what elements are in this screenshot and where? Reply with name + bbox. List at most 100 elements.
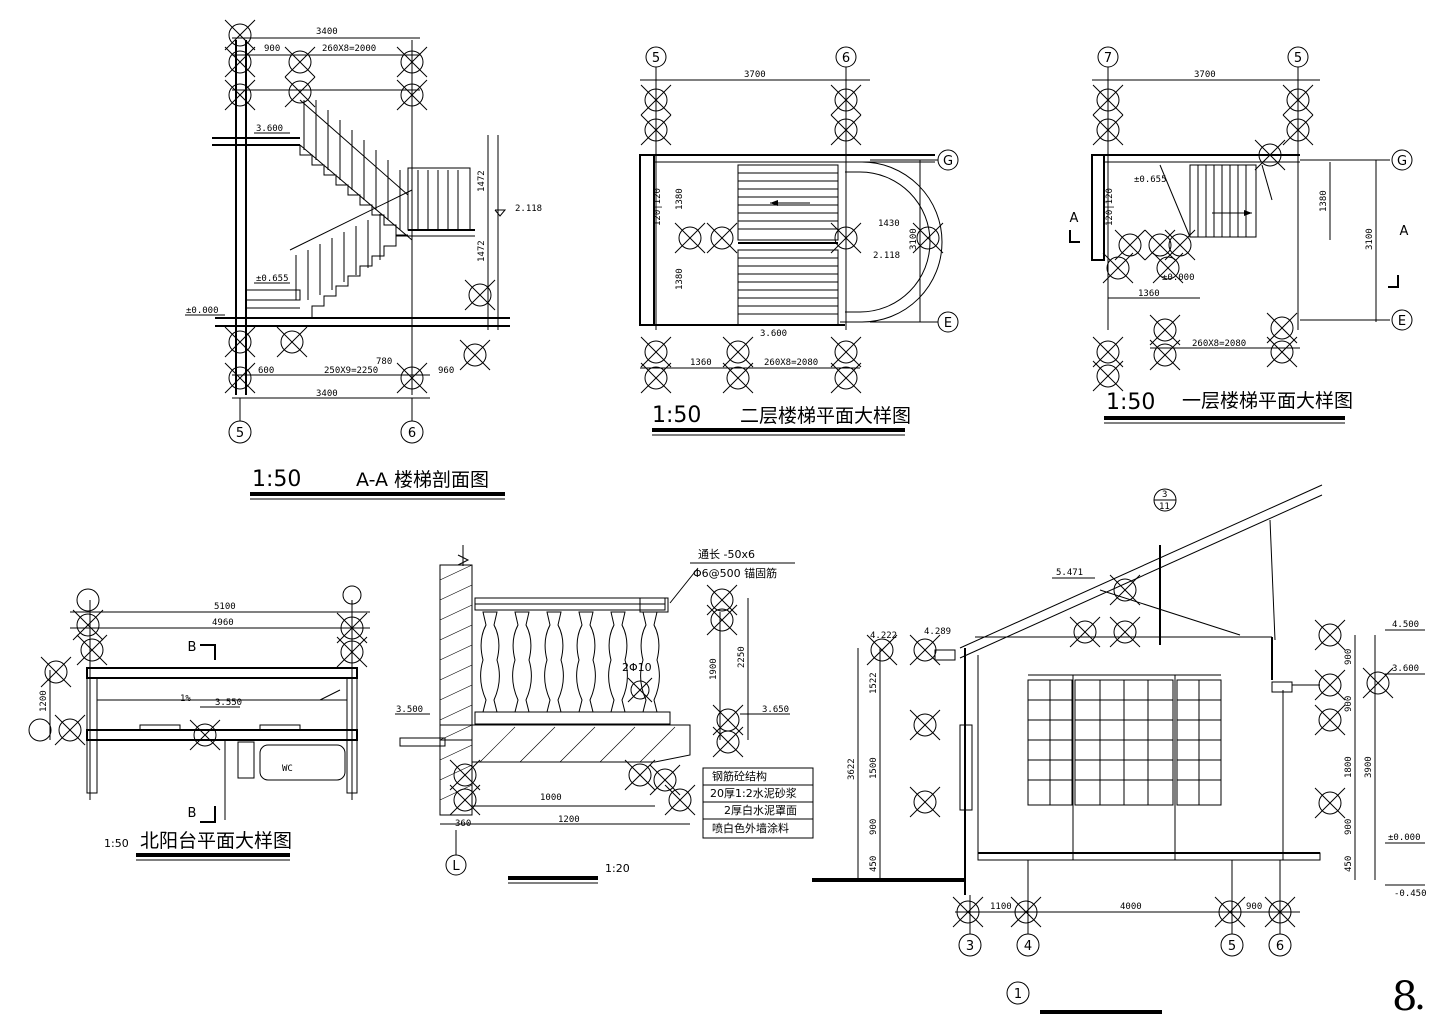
axis-bubble-4 xyxy=(1016,933,1040,957)
section-mark-b-top: B xyxy=(188,640,197,655)
level-slab: 3.650 xyxy=(762,705,789,715)
plan-first-scale: 1:50 xyxy=(1106,390,1155,415)
north-balcony-view: 5100 4960 WC 1% 3.550 B B 1200 xyxy=(28,585,370,861)
callout-sheet: 11 xyxy=(1159,502,1170,512)
level-ground-elev: ±0.000 xyxy=(1388,833,1421,843)
plan-second-view: 5 6 3700 3100 1430 2.118 1380 1380 120|1… xyxy=(639,46,959,436)
dim-bottom-1: 4000 xyxy=(1120,902,1142,912)
dim-left-0: 1522 xyxy=(869,672,879,694)
axis-label-e2: E xyxy=(1398,314,1406,329)
level-eave-left: 4.222 xyxy=(870,631,897,641)
sheet-number: 8 xyxy=(1392,974,1417,1020)
plan-first-title: 一层楼梯平面大样图 xyxy=(1182,390,1353,412)
axis-label-6: 6 xyxy=(408,426,416,441)
section-aa-marks xyxy=(224,19,496,394)
callout-axis: 3 xyxy=(1162,490,1167,500)
dim-bottom-0: 1100 xyxy=(990,902,1012,912)
level-floor: 3.600 xyxy=(1392,664,1419,674)
dim-bottom-run-2f: 260X8=2080 xyxy=(764,358,818,368)
dim-right-1f: 1380 xyxy=(1319,190,1329,212)
level-landing-2f: 2.118 xyxy=(873,251,900,261)
dim-bottom-run: 250X9=2250 xyxy=(324,366,378,376)
balcony-scale: 1:50 xyxy=(104,837,129,850)
level-ridge: 5.471 xyxy=(1056,568,1083,578)
dim-top-1f: 3700 xyxy=(1194,70,1216,80)
axis-label-7: 7 xyxy=(1104,51,1112,66)
room-label-wc: WC xyxy=(282,764,293,774)
dim-bottom-left-1f: 1360 xyxy=(1138,289,1160,299)
axis-label-5c: 5 xyxy=(1294,51,1302,66)
dim-right-1: 900 xyxy=(1344,696,1354,712)
dim-top-2f: 3700 xyxy=(744,70,766,80)
axis-label-g: G xyxy=(943,154,953,169)
dim-left-bottom-2f: 1380 xyxy=(675,268,685,290)
dim-bottom-run-1f: 260X8=2080 xyxy=(1192,339,1246,349)
note-top-bar: 通长 -50x6 xyxy=(698,548,755,561)
axis-label-6b: 6 xyxy=(842,51,850,66)
dim-left-3: 450 xyxy=(869,856,879,872)
axis-bubble-6d xyxy=(1268,933,1292,957)
dim-right-3: 900 xyxy=(1344,819,1354,835)
dim-bottom-right: 960 xyxy=(438,366,454,376)
dim-left-1: 1500 xyxy=(869,757,879,779)
railing-marks xyxy=(449,584,744,816)
axis-bubble-e2 xyxy=(1391,309,1413,331)
level-step-1f: ±0.655 xyxy=(1134,175,1167,185)
dim-right-2: 1800 xyxy=(1344,756,1354,778)
plan-first-view: 7 5 3700 ±0.655 ±0.000 120|120 1380 3100… xyxy=(1069,46,1413,424)
axis-bubble-3 xyxy=(958,933,982,957)
dim-side-2f: 3100 xyxy=(909,228,919,250)
level-grade: -0.450 xyxy=(1394,889,1427,899)
dim-inner-balcony: 4960 xyxy=(212,618,234,628)
dim-right-4: 450 xyxy=(1344,856,1354,872)
elevation-windows xyxy=(1027,674,1222,860)
dim-top-run: 260X8=2000 xyxy=(322,44,376,54)
section-mark-b-bottom: B xyxy=(188,806,197,821)
dim-top-left: 900 xyxy=(264,44,280,54)
dim-left-2: 900 xyxy=(869,819,879,835)
layer-2: 20厚1:2水泥砂浆 xyxy=(710,786,797,800)
dim-lower-flight: 1472 xyxy=(477,240,487,262)
dim-bottom-2: 900 xyxy=(1246,902,1262,912)
dim-height-total: 2250 xyxy=(737,646,747,668)
axis-label-6d: 6 xyxy=(1276,939,1284,954)
balcony-marks xyxy=(28,585,368,751)
layer-3: 2厚白水泥罩面 xyxy=(724,803,797,817)
dim-left-top-2f: 1380 xyxy=(675,188,685,210)
balcony-slope: 1% xyxy=(180,694,191,704)
dim-right-0: 900 xyxy=(1344,649,1354,665)
plan-second-scale: 1:50 xyxy=(652,403,701,428)
railing-scale: 1:20 xyxy=(605,862,630,875)
view-mark-label: 1 xyxy=(1014,987,1022,1002)
plan-first-marks xyxy=(1092,84,1314,392)
axis-label-5d: 5 xyxy=(1228,939,1236,954)
dim-depth-balcony: 1200 xyxy=(39,690,49,712)
dim-left-total: 3622 xyxy=(847,758,857,780)
level-upper: 3.600 xyxy=(256,124,283,134)
dim-bottom-total: 3400 xyxy=(316,389,338,399)
level-lower: ±0.655 xyxy=(256,274,289,284)
dim-side-1f: 3100 xyxy=(1365,228,1375,250)
note-rebar: 2Φ10 xyxy=(622,661,652,674)
level-balcony: 3.550 xyxy=(215,698,242,708)
level-floor-2f: 3.600 xyxy=(760,329,787,339)
dim-wall-1f: 120|120 xyxy=(1105,188,1115,226)
axis-label-l: L xyxy=(452,859,460,874)
dim-bottom-left-2f: 1360 xyxy=(690,358,712,368)
level-railing-top: 3.500 xyxy=(396,705,423,715)
axis-label-3: 3 xyxy=(966,939,974,954)
axis-label-e: E xyxy=(944,316,952,331)
dim-overall-balcony: 5100 xyxy=(214,602,236,612)
dim-top-total: 3400 xyxy=(316,27,338,37)
dim-bay-2f: 1430 xyxy=(878,219,900,229)
elevation-view: 3622 1522 1500 900 450 5.471 4.222 4.289… xyxy=(812,484,1427,1014)
axis-label-5b: 5 xyxy=(652,51,660,66)
dim-upper-flight: 1472 xyxy=(477,170,487,192)
axis-bubble-g xyxy=(937,149,959,171)
dim-span-inner: 1000 xyxy=(540,793,562,803)
balcony-title: 北阳台平面大样图 xyxy=(140,830,292,852)
axis-bubble-g2 xyxy=(1391,149,1413,171)
level-eave-mid: 4.289 xyxy=(924,627,951,637)
layer-1: 钢筋砼结构 xyxy=(712,769,767,783)
